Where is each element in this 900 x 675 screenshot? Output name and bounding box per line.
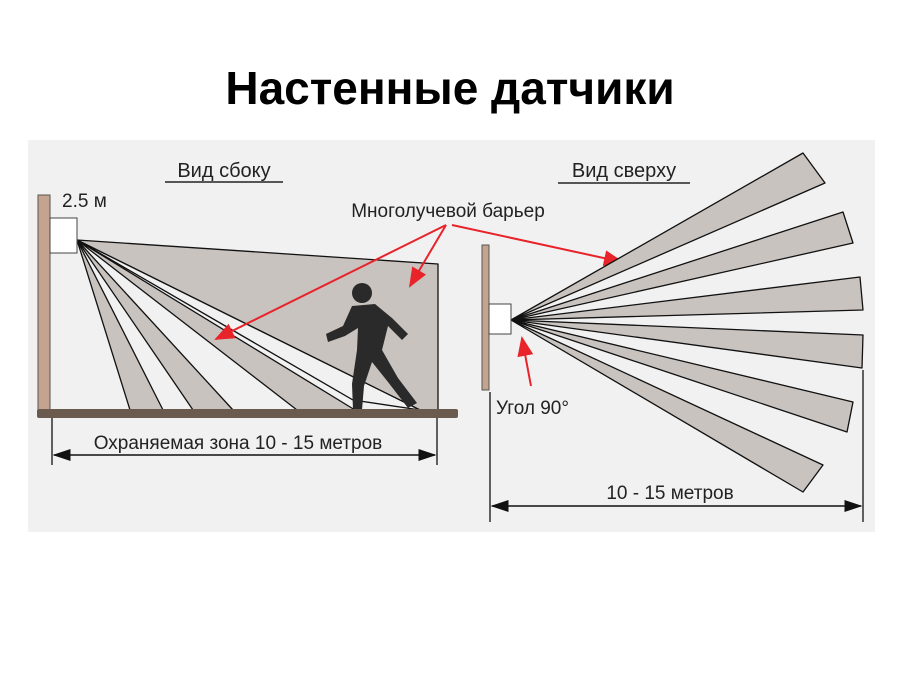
side-view-heading: Вид сбоку <box>177 160 270 182</box>
beam <box>510 211 854 321</box>
walking-person-icon <box>326 283 417 410</box>
beam <box>510 319 864 369</box>
callout-label: Многолучевой барьер <box>351 201 545 222</box>
angle-label: Угол 90° <box>496 398 569 419</box>
wall <box>481 244 490 391</box>
beam <box>510 319 824 493</box>
distance-label: 10 - 15 метров <box>606 483 733 504</box>
angle-arrow <box>517 336 534 387</box>
floor <box>37 409 458 418</box>
callout-arrows <box>214 224 624 340</box>
top-view-heading: Вид сверху <box>572 160 676 182</box>
sensor <box>49 217 78 254</box>
top-view: Вид сверху Угол 90° 10 - 15 метров <box>481 152 864 522</box>
sensor <box>488 303 512 335</box>
page-title: Настенные датчики <box>225 62 674 114</box>
height-label: 2.5 м <box>62 191 107 212</box>
beam <box>510 319 854 433</box>
wall <box>37 194 51 416</box>
beam <box>510 152 826 321</box>
beam <box>510 276 864 321</box>
zone-label: Охраняемая зона 10 - 15 метров <box>94 433 383 454</box>
beam-gap <box>76 239 421 411</box>
